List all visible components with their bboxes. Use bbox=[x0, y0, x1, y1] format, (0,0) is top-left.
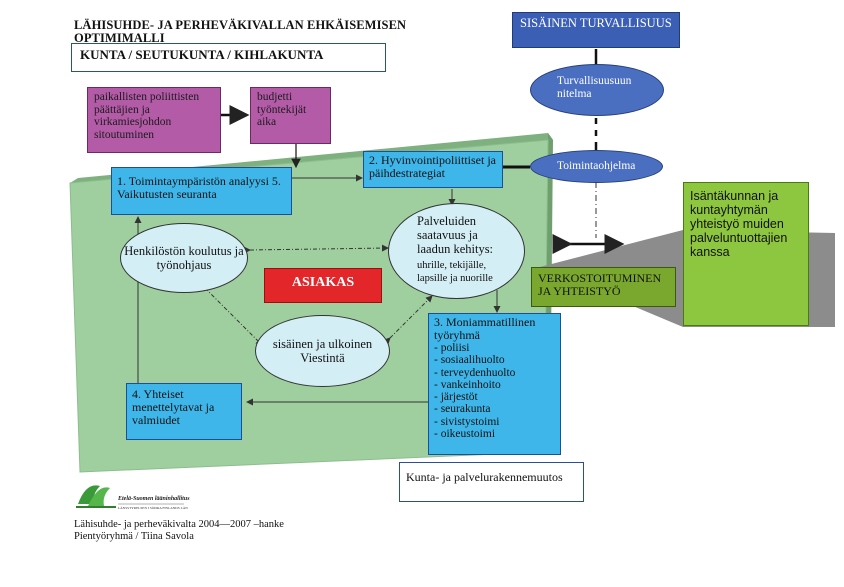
level-box: KUNTA / SEUTUKUNTA / KIHLAKUNTA bbox=[71, 43, 386, 72]
team-member: - sosiaalihuolto bbox=[434, 354, 505, 367]
services-subtitle: uhrille, tekijälle, lapsille ja nuorille bbox=[417, 260, 493, 284]
communication-ellipse: sisäinen ja ulkoinen Viestintä bbox=[255, 315, 390, 387]
training-ellipse: Henkilöstön koulutus ja työnohjaus bbox=[120, 223, 248, 293]
network-box: VERKOSTOITUMINEN JA YHTEISTYÖ bbox=[531, 267, 676, 307]
lh-logo-subtext: LÄNSSTYRELSEN I SÖDRA FINLANDS LÄN bbox=[118, 506, 188, 510]
project-caption: Lähisuhde- ja perheväkivalta 2004—2007 –… bbox=[74, 519, 284, 530]
team-member: - vankeinhoito bbox=[434, 378, 501, 391]
team-member: - seurakunta bbox=[434, 403, 491, 416]
analysis-box: 1. Toimintaympäristön analyysi 5. Vaikut… bbox=[111, 167, 292, 215]
budget-box: budjetti työntekijät aika bbox=[250, 87, 331, 144]
services-title: Palveluiden saatavuus ja laadun kehitys: bbox=[417, 214, 494, 256]
team-member: - poliisi bbox=[434, 342, 470, 354]
lh-logo-icon bbox=[76, 485, 184, 508]
team-member-list: - poliisi- sosiaalihuolto- terveydenhuol… bbox=[434, 342, 555, 440]
client-box: ASIAKAS bbox=[264, 268, 382, 303]
team-title: 3. Moniammatillinen työryhmä bbox=[434, 315, 536, 342]
team-box: 3. Moniammatillinen työryhmä - poliisi- … bbox=[428, 313, 561, 455]
strategy-box: 2. Hyvinvointipoliittiset ja päihdestrat… bbox=[363, 151, 503, 188]
diagram-title: LÄHISUHDE- JA PERHEVÄKIVALLAN EHKÄISEMIS… bbox=[74, 18, 407, 45]
group-caption: Pientyöryhmä / Tiina Savola bbox=[74, 531, 194, 542]
services-ellipse: Palveluiden saatavuus ja laadun kehitys:… bbox=[388, 203, 525, 299]
lh-logo-text: Etelä-Suomen lääninhallitus bbox=[118, 496, 190, 502]
procedures-box: 4. Yhteiset menettelytavat ja valmiudet bbox=[126, 383, 242, 440]
restructure-box: Kunta- ja palvelurakennemuutos bbox=[399, 462, 584, 502]
cooperation-box: Isäntäkunnan ja kuntayhtymän yhteistyö m… bbox=[683, 182, 809, 326]
team-member: - sivistystoimi bbox=[434, 415, 500, 428]
team-member: - oikeustoimi bbox=[434, 428, 496, 441]
team-member: - terveydenhuolto bbox=[434, 366, 516, 379]
team-member: - järjestöt bbox=[434, 391, 478, 404]
plan-label: Turvallisuusuun nitelma bbox=[557, 75, 632, 100]
plan-oval: Turvallisuusuun nitelma bbox=[530, 64, 664, 116]
program-oval: Toimintaohjelma bbox=[530, 150, 663, 183]
security-box: SISÄINEN TURVALLISUUS bbox=[512, 12, 680, 48]
program-label: Toimintaohjelma bbox=[557, 160, 636, 172]
decision-box: paikallisten poliittisten päättäjien ja … bbox=[87, 87, 221, 153]
lh-logo: Etelä-Suomen lääninhallitus LÄNSSTYRELSE… bbox=[74, 478, 190, 514]
